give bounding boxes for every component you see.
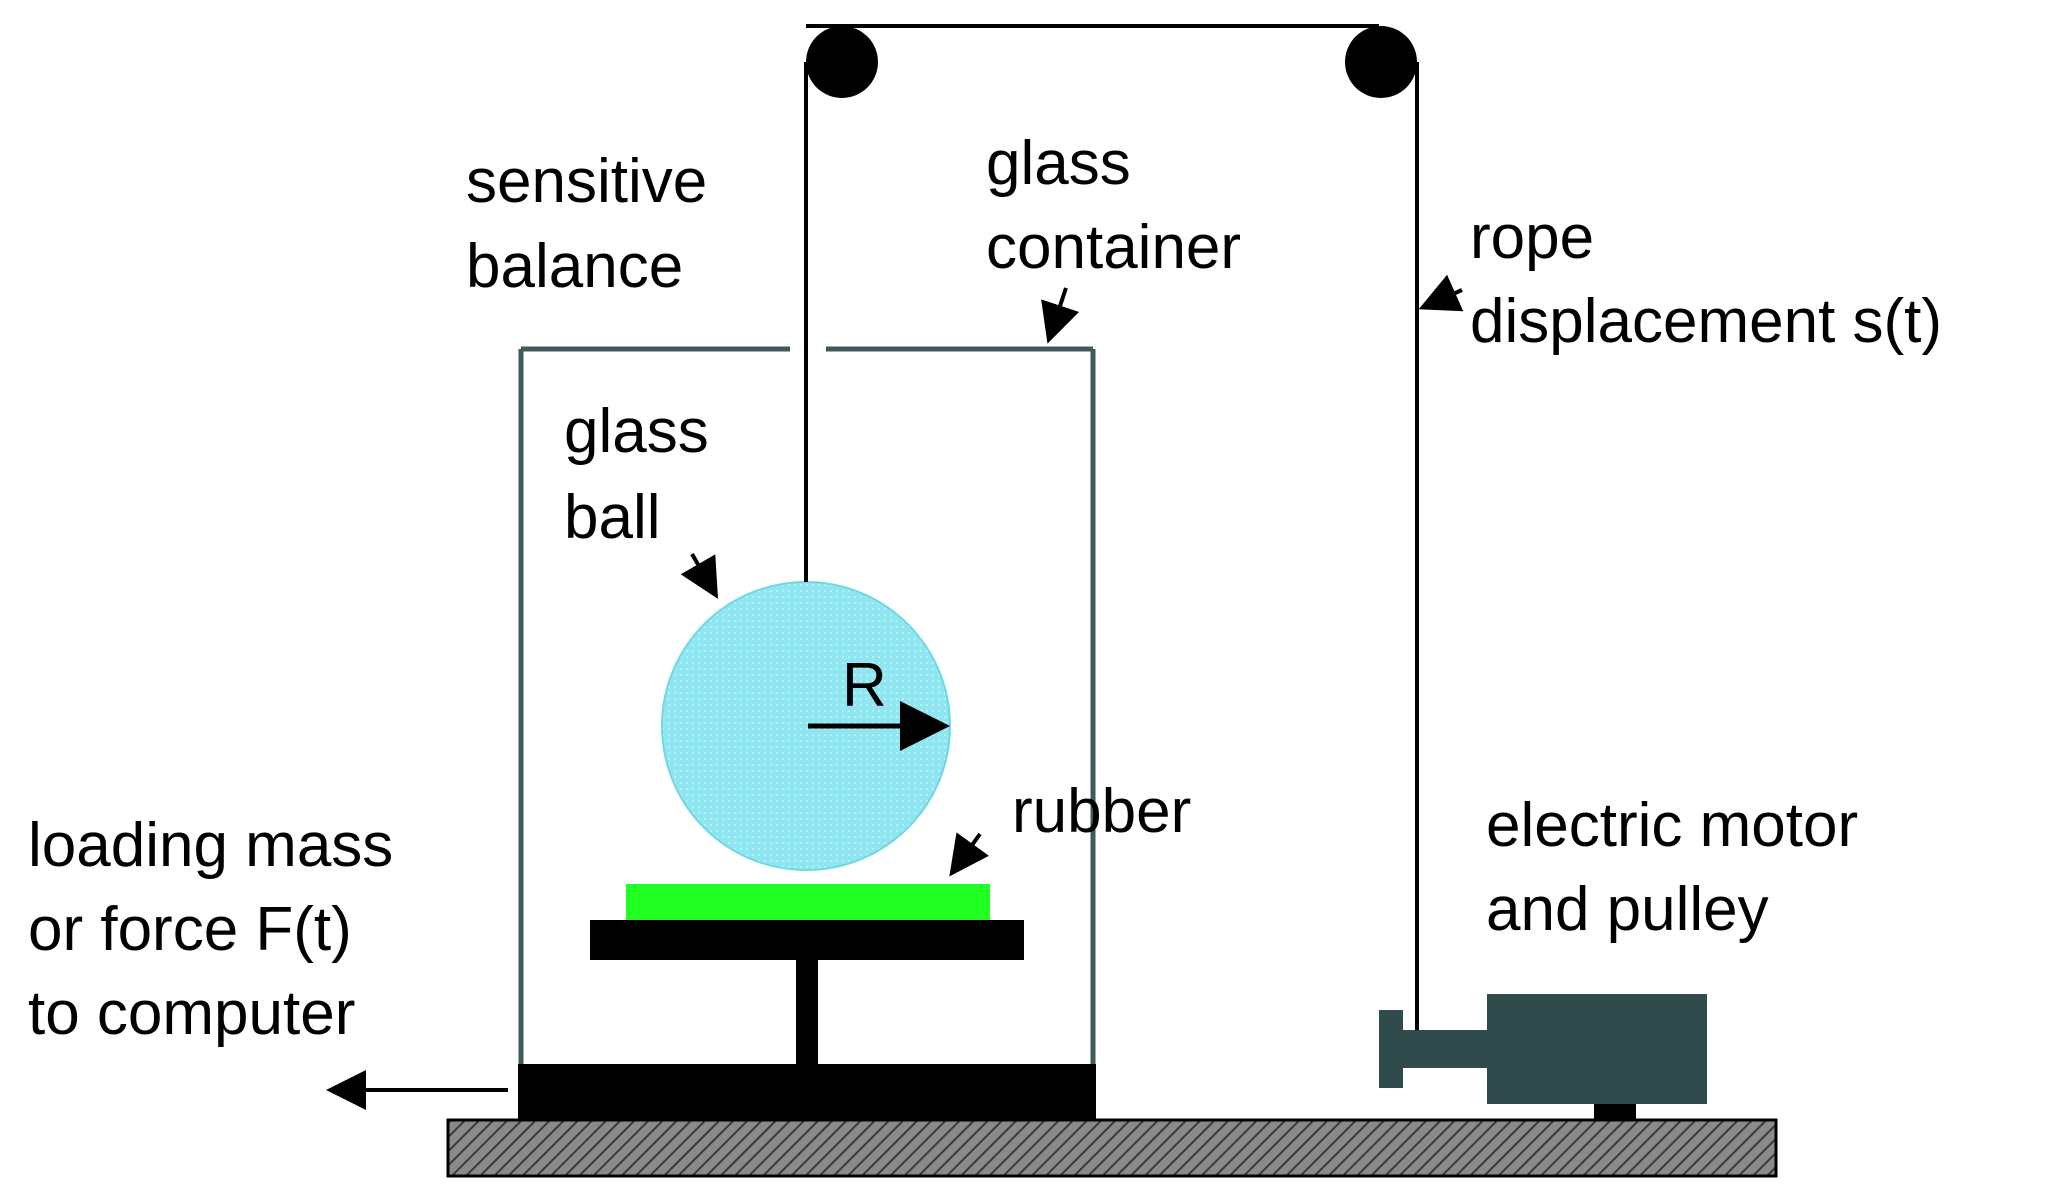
balance-base-block bbox=[518, 1064, 1096, 1120]
right-pulley bbox=[1345, 26, 1417, 98]
glass-container bbox=[518, 346, 1096, 1064]
glass-container-label: glass container bbox=[986, 129, 1241, 282]
glass-ball-label: glass ball bbox=[564, 397, 726, 552]
glass-container-arrow bbox=[1041, 287, 1080, 344]
rope bbox=[804, 24, 1419, 1030]
ground-base bbox=[446, 1118, 1778, 1178]
electric-motor bbox=[1379, 994, 1707, 1104]
balance-post bbox=[796, 960, 818, 1064]
left-pulley bbox=[806, 26, 878, 98]
balance-plate bbox=[590, 920, 1024, 960]
radius-label: R bbox=[842, 651, 887, 720]
motor-mount bbox=[1594, 1104, 1636, 1120]
electric-motor-label: electric motor and pulley bbox=[1486, 791, 1875, 944]
loading-mass-label: loading mass or force F(t) to computer bbox=[28, 811, 411, 1048]
rubber-arrow bbox=[949, 832, 989, 877]
glass-ball-arrow bbox=[680, 552, 719, 599]
rope-displacement-label: rope displacement s(t) bbox=[1470, 203, 1942, 356]
rubber-pad bbox=[626, 884, 990, 920]
sensitive-balance-label: sensitive balance bbox=[466, 147, 724, 301]
rope-arrow bbox=[1418, 274, 1464, 312]
rubber-label: rubber bbox=[1012, 777, 1191, 846]
